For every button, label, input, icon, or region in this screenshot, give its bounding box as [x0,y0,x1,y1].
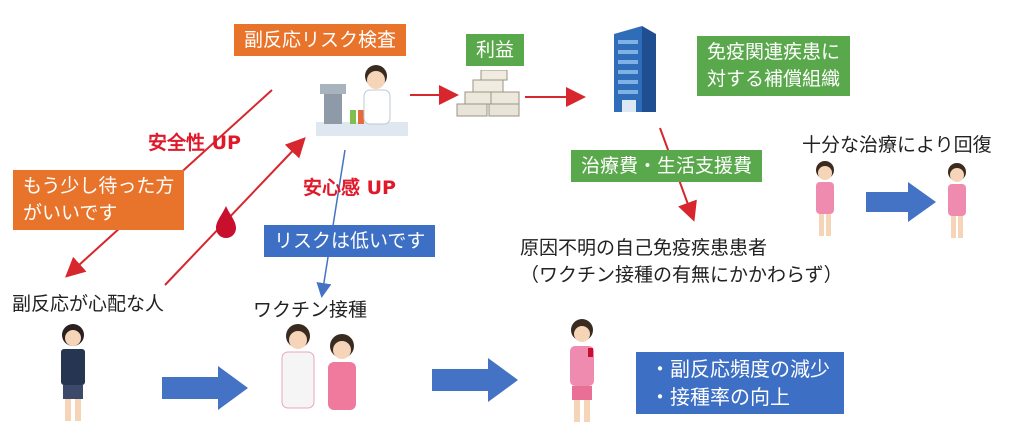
wait-advice-box: もう少し待った方 がいいです [13,170,185,230]
arrow-lab-to-vaccination [316,149,346,298]
woman-patient-icon [816,161,834,236]
arrow-to-lab [164,137,306,286]
profit-box: 利益 [466,34,525,66]
risk-test-box: 副反応リスク検査 [234,24,407,56]
low-risk-box: リスクは低いです [264,225,436,257]
support-cost-box: 治療費・生活支援費 [571,150,763,182]
lab-scientist-icon [316,65,408,136]
worried-person-label: 副反応が心配な人 [12,293,165,315]
flow-arrow-1-icon [162,366,248,410]
safety-up-label: 安全性 UP [148,132,241,154]
blood-drop-icon [216,206,236,238]
recovery-arrow-icon [866,182,936,222]
flow-arrow-2-icon [432,358,518,402]
nurse-vaccination-icon [281,324,356,410]
money-stack-icon [456,70,520,117]
unknown-patients-label: 原因不明の自己免疫疾患患者 （ワクチン接種の有無にかかわらず） [520,237,843,286]
woman-phone-icon [570,319,594,422]
recovered-woman-icon [948,163,966,238]
recovery-label: 十分な治療により回復 [802,134,992,156]
worried-student-icon [61,324,85,421]
vaccination-label: ワクチン接種 [253,299,368,321]
results-box: ・副反応頻度の減少 ・接種率の向上 [636,352,844,414]
relief-up-label: 安心感 UP [303,177,396,199]
compensation-box: 免疫関連疾患に 対する補償組織 [697,36,851,96]
office-building-icon [614,26,656,112]
